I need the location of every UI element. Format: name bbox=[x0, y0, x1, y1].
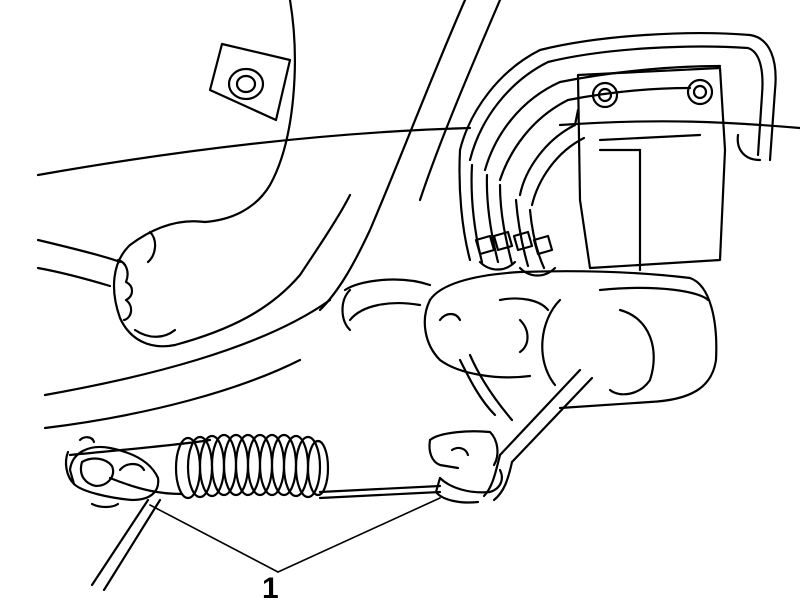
callout-1-label: 1 bbox=[262, 572, 279, 605]
frame-member bbox=[112, 0, 502, 348]
lever-rod bbox=[482, 368, 594, 502]
callout-leader bbox=[149, 497, 441, 573]
anchor-bolt bbox=[64, 436, 160, 509]
valve-block bbox=[576, 66, 727, 272]
upper-bracket bbox=[208, 42, 292, 122]
brake-cable bbox=[90, 498, 162, 592]
chassis-outline bbox=[36, 120, 800, 457]
actuator-housing bbox=[341, 270, 718, 422]
line-fittings bbox=[474, 230, 557, 277]
return-spring bbox=[108, 433, 442, 500]
